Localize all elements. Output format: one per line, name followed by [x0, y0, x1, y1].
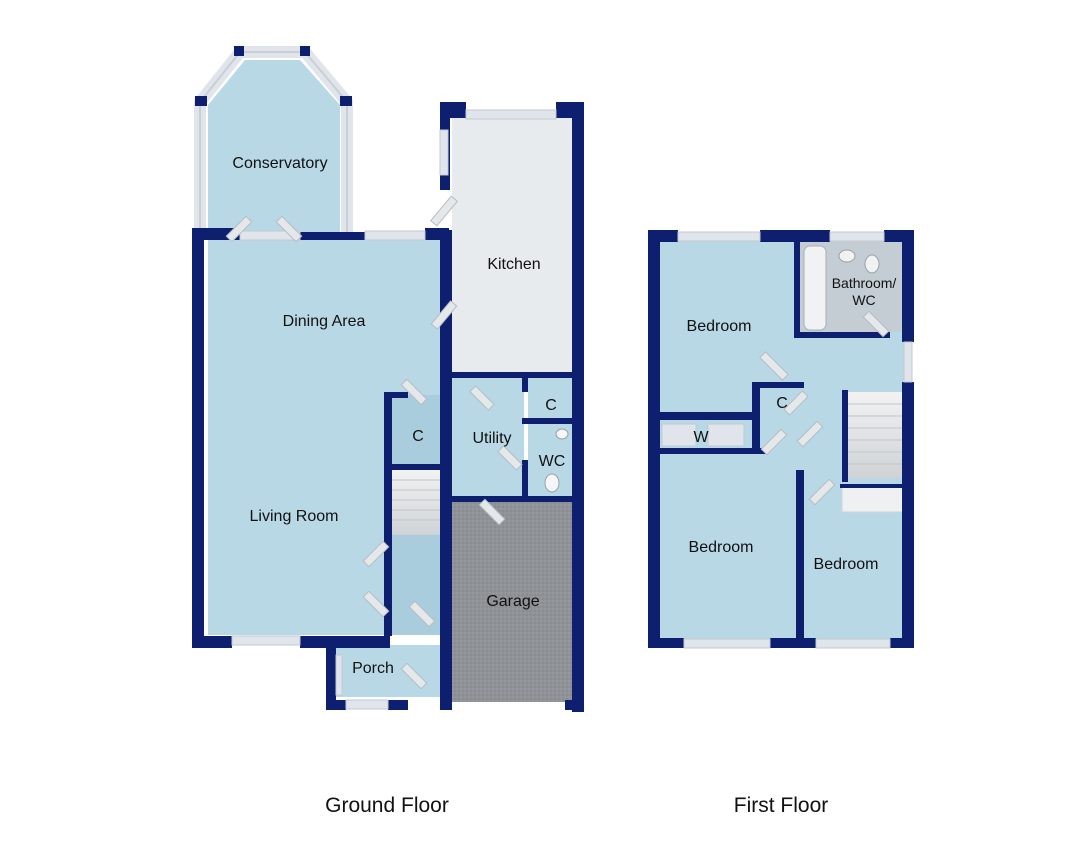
- ground-walls: [192, 102, 584, 712]
- dining-area-label: Dining Area: [283, 313, 366, 330]
- stairs-first: [848, 392, 902, 478]
- garage-floor: [452, 502, 572, 702]
- wc-toilet-icon: [544, 428, 569, 493]
- bedroom-1-label: Bedroom: [687, 318, 752, 335]
- conservatory-floor: [208, 60, 340, 232]
- living-room-label: Living Room: [250, 508, 339, 525]
- conservatory-label: Conservatory: [232, 155, 327, 172]
- utility-label: Utility: [472, 430, 511, 447]
- cupboard-label: C: [412, 428, 424, 445]
- bedroom-2-label: Bedroom: [689, 539, 754, 556]
- first-walls: [648, 230, 914, 648]
- utility-cupboard-floor: [528, 378, 572, 418]
- utility-cupboard-label: C: [545, 397, 557, 414]
- porch-label: Porch: [352, 660, 394, 677]
- porch-floor: [332, 645, 444, 697]
- kitchen-floor: [452, 118, 572, 373]
- ground-floor-caption: Ground Floor: [325, 794, 449, 817]
- wc-label: WC: [539, 453, 566, 470]
- bath-icon: [803, 245, 827, 331]
- first-floor-caption: First Floor: [733, 794, 829, 817]
- bedroom-3-label: Bedroom: [814, 556, 879, 573]
- first-floor-plan: Bedroom Bathroom/ WC C W Bedroom Bedroom: [648, 230, 914, 649]
- ground-floor-plan: Conservatory Kitchen Dining Area Living …: [192, 46, 584, 712]
- wardrobe-label: W: [693, 429, 709, 446]
- bathroom-label-line1: Bathroom/: [832, 275, 897, 291]
- kitchen-label: Kitchen: [487, 256, 540, 273]
- garage-label: Garage: [486, 593, 539, 610]
- stairs: [392, 470, 444, 535]
- cupboard-first-label: C: [776, 395, 788, 412]
- bathroom-label-line2: WC: [852, 292, 875, 308]
